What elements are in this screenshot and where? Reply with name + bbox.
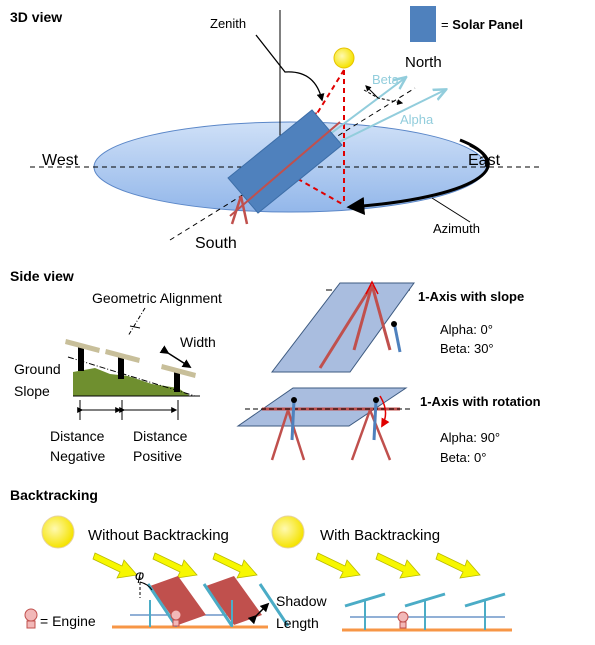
sun-left-icon bbox=[41, 515, 75, 549]
rot-leg-1b bbox=[286, 409, 306, 461]
label-phi: φ bbox=[135, 567, 144, 583]
label-north: North bbox=[405, 54, 442, 71]
label-azimuth: Azimuth bbox=[433, 221, 480, 236]
slope-beta: Beta: 30° bbox=[440, 341, 494, 356]
panel-axis bbox=[229, 121, 341, 217]
slope-axis-beam bbox=[318, 284, 374, 369]
rotation-title: 1-Axis with rotation bbox=[420, 394, 541, 409]
label-width: Width bbox=[180, 334, 216, 350]
section-title-backtracking: Backtracking bbox=[10, 487, 98, 503]
sun-right-icon bbox=[271, 515, 305, 549]
side-post-3 bbox=[174, 370, 180, 392]
slope-leg-a bbox=[352, 284, 374, 351]
rot-leg-2a bbox=[350, 409, 372, 461]
azimuth-arc-top bbox=[459, 138, 489, 168]
engine-icon-left bbox=[170, 609, 182, 627]
label-zenith: Zenith bbox=[210, 16, 246, 31]
rot-actuator-2 bbox=[372, 399, 378, 441]
rot-leg-1a bbox=[270, 409, 290, 461]
beta-angle-tick bbox=[365, 85, 379, 99]
solar-panel-legend-swatch bbox=[410, 6, 436, 42]
engine-legend-icon bbox=[24, 608, 38, 629]
label-engine: = Engine bbox=[40, 613, 96, 629]
ground-slope-fill bbox=[73, 368, 190, 396]
sun-rays-right bbox=[315, 552, 481, 579]
label-with-backtracking: With Backtracking bbox=[320, 527, 440, 544]
rotation-alpha: Alpha: 90° bbox=[440, 430, 500, 445]
side-panel-1 bbox=[65, 339, 100, 353]
side-post-2 bbox=[118, 355, 124, 379]
label-distance-positive-2: Positive bbox=[133, 448, 182, 464]
panel-leg-right bbox=[239, 195, 249, 225]
label-geometric-alignment: Geometric Alignment bbox=[92, 290, 222, 306]
label-distance-negative-1: Distance bbox=[50, 428, 105, 444]
panel-leg-left bbox=[230, 195, 243, 225]
sun-rays-left bbox=[92, 552, 258, 579]
sun-icon bbox=[333, 47, 355, 69]
section-title-3d-view: 3D view bbox=[10, 9, 62, 25]
side-panel-2 bbox=[105, 349, 140, 363]
alignment-line bbox=[127, 307, 146, 337]
bt-left-panel-2 bbox=[202, 583, 234, 627]
rot-pivot-1 bbox=[291, 397, 297, 403]
label-ground: Ground bbox=[14, 361, 61, 377]
label-distance-positive-1: Distance bbox=[133, 428, 188, 444]
shadow-length-arrow bbox=[247, 602, 270, 625]
azimuth-leader bbox=[431, 197, 471, 223]
legend-equals: = Solar Panel bbox=[441, 17, 523, 32]
ground-slope-line bbox=[67, 356, 196, 397]
label-beta: Beta bbox=[372, 72, 400, 87]
label-shadow: Shadow bbox=[276, 593, 327, 609]
label-without-backtracking: Without Backtracking bbox=[88, 527, 229, 544]
phi-arc bbox=[139, 581, 153, 591]
label-distance-negative-2: Negative bbox=[50, 448, 105, 464]
slope-alpha: Alpha: 0° bbox=[440, 322, 493, 337]
label-south: South bbox=[195, 235, 237, 252]
rotation-angle-mark bbox=[379, 395, 390, 428]
beta-angle-arrow bbox=[363, 89, 404, 105]
rot-pivot-2 bbox=[373, 397, 379, 403]
slope-pivot bbox=[391, 321, 397, 327]
slope-panel bbox=[270, 282, 415, 373]
slope-actuator bbox=[392, 321, 402, 353]
side-post-1 bbox=[78, 345, 84, 371]
section-title-side-view: Side view bbox=[10, 268, 74, 284]
slope-angle-mark bbox=[365, 280, 379, 295]
label-alpha: Alpha bbox=[400, 112, 434, 127]
zenith-pointer bbox=[255, 34, 325, 102]
label-east: East bbox=[468, 152, 501, 169]
bt-left-panel-3 bbox=[258, 583, 290, 627]
width-arrow bbox=[159, 345, 192, 368]
engine-icon-right bbox=[397, 611, 409, 629]
label-west: West bbox=[42, 152, 79, 169]
label-slope: Slope bbox=[14, 383, 50, 399]
slope-leg-b bbox=[370, 284, 392, 351]
rotation-beta: Beta: 0° bbox=[440, 450, 486, 465]
label-length: Length bbox=[276, 615, 319, 631]
rot-actuator-1 bbox=[290, 399, 296, 441]
rotation-panel bbox=[236, 387, 408, 427]
shadow-block-1 bbox=[150, 576, 206, 625]
bt-left-panel-1 bbox=[146, 583, 178, 627]
rot-leg-2b bbox=[368, 409, 392, 461]
slope-title: 1-Axis with slope bbox=[418, 289, 524, 304]
alignment-tick bbox=[129, 325, 141, 329]
